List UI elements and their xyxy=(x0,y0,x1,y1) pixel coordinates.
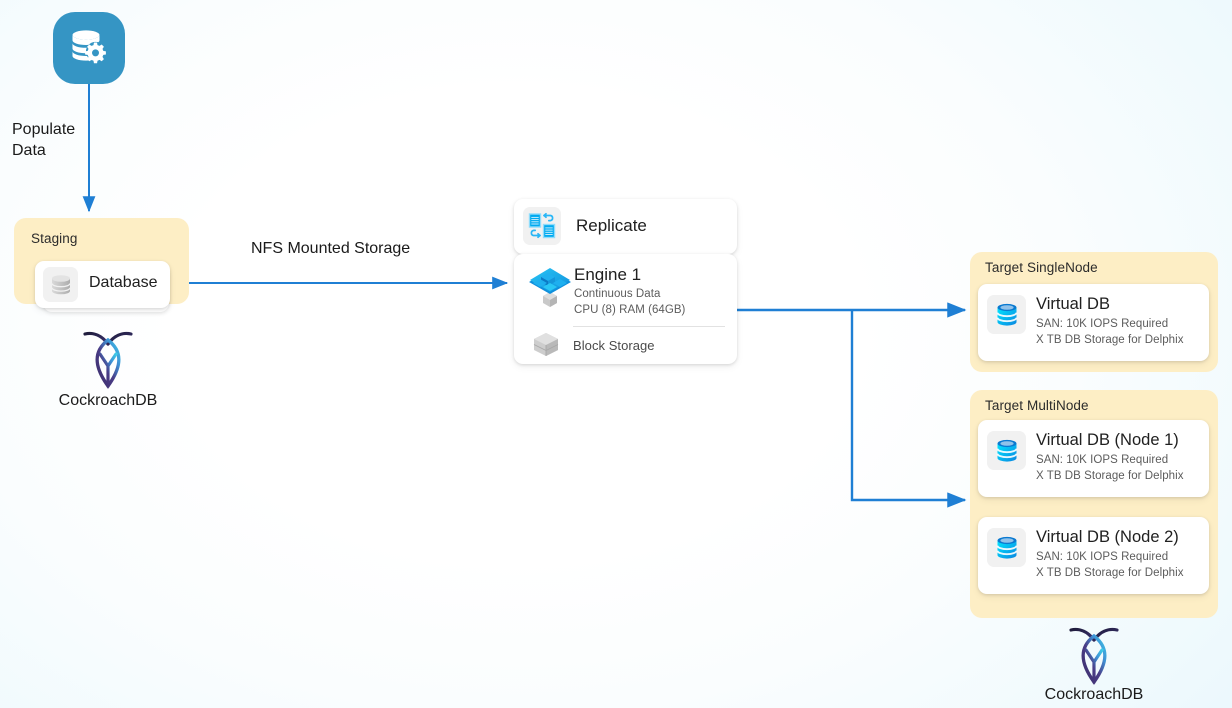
group-title-target-singlenode: Target SingleNode xyxy=(985,260,1098,275)
source-database-node[interactable] xyxy=(53,12,125,84)
virtual-db-sub2-singlenode: X TB DB Storage for Delphix xyxy=(1036,334,1184,346)
virtual-db-title-node2: Virtual DB (Node 2) xyxy=(1036,528,1179,546)
engine-card-title: Engine 1 xyxy=(574,265,642,284)
virtual-db-card-node2[interactable]: Virtual DB (Node 2) SAN: 10K IOPS Requir… xyxy=(978,517,1209,594)
engine-card-sub-1: Continuous Data xyxy=(574,288,661,300)
engine-card-sub-2: CPU (8) RAM (64GB) xyxy=(574,304,686,316)
brand-label-target: CockroachDB xyxy=(1044,686,1144,703)
database-gear-icon xyxy=(65,22,113,75)
virtual-db-sub2-node1: X TB DB Storage for Delphix xyxy=(1036,470,1184,482)
brand-label-staging: CockroachDB xyxy=(58,392,158,409)
edge-label-populate-data: Populate Data xyxy=(12,119,102,161)
replicate-card[interactable]: Replicate xyxy=(514,199,737,254)
cockroachdb-logo xyxy=(1068,626,1120,691)
staging-database-card[interactable]: Database xyxy=(35,261,170,308)
virtual-db-card-node1[interactable]: Virtual DB (Node 1) SAN: 10K IOPS Requir… xyxy=(978,420,1209,497)
virtual-db-sub1-singlenode: SAN: 10K IOPS Required xyxy=(1036,318,1169,330)
virtual-db-card-singlenode[interactable]: Virtual DB SAN: 10K IOPS Required X TB D… xyxy=(978,284,1209,361)
virtual-db-sub1-node1: SAN: 10K IOPS Required xyxy=(1036,454,1169,466)
edge-engine-to-multinode xyxy=(850,310,967,508)
virtual-db-title-node1: Virtual DB (Node 1) xyxy=(1036,431,1179,449)
replicate-icon xyxy=(523,207,561,245)
virtual-db-icon xyxy=(987,528,1026,567)
populate-line-1: Populate xyxy=(12,121,76,138)
virtual-db-icon xyxy=(987,295,1026,334)
virtual-db-sub2-node2: X TB DB Storage for Delphix xyxy=(1036,567,1184,579)
staging-card-title: Database xyxy=(89,274,158,291)
block-storage-icon xyxy=(528,330,564,365)
cockroachdb-logo xyxy=(82,330,134,395)
replicate-card-title: Replicate xyxy=(576,216,647,235)
engine-card[interactable]: Engine 1 Continuous Data CPU (8) RAM (64… xyxy=(514,254,737,364)
populate-line-2: Data xyxy=(12,142,46,159)
virtual-db-sub1-node2: SAN: 10K IOPS Required xyxy=(1036,551,1169,563)
engine-card-divider xyxy=(573,326,725,327)
edge-label-nfs-mounted-storage: NFS Mounted Storage xyxy=(251,240,411,257)
block-storage-label: Block Storage xyxy=(573,338,655,353)
engine-cluster-icon xyxy=(525,262,575,317)
virtual-db-icon xyxy=(987,431,1026,470)
group-title-staging: Staging xyxy=(31,231,78,246)
virtual-db-title-singlenode: Virtual DB xyxy=(1036,295,1110,313)
group-title-target-multinode: Target MultiNode xyxy=(985,398,1089,413)
database-cylinder-icon xyxy=(43,267,78,302)
